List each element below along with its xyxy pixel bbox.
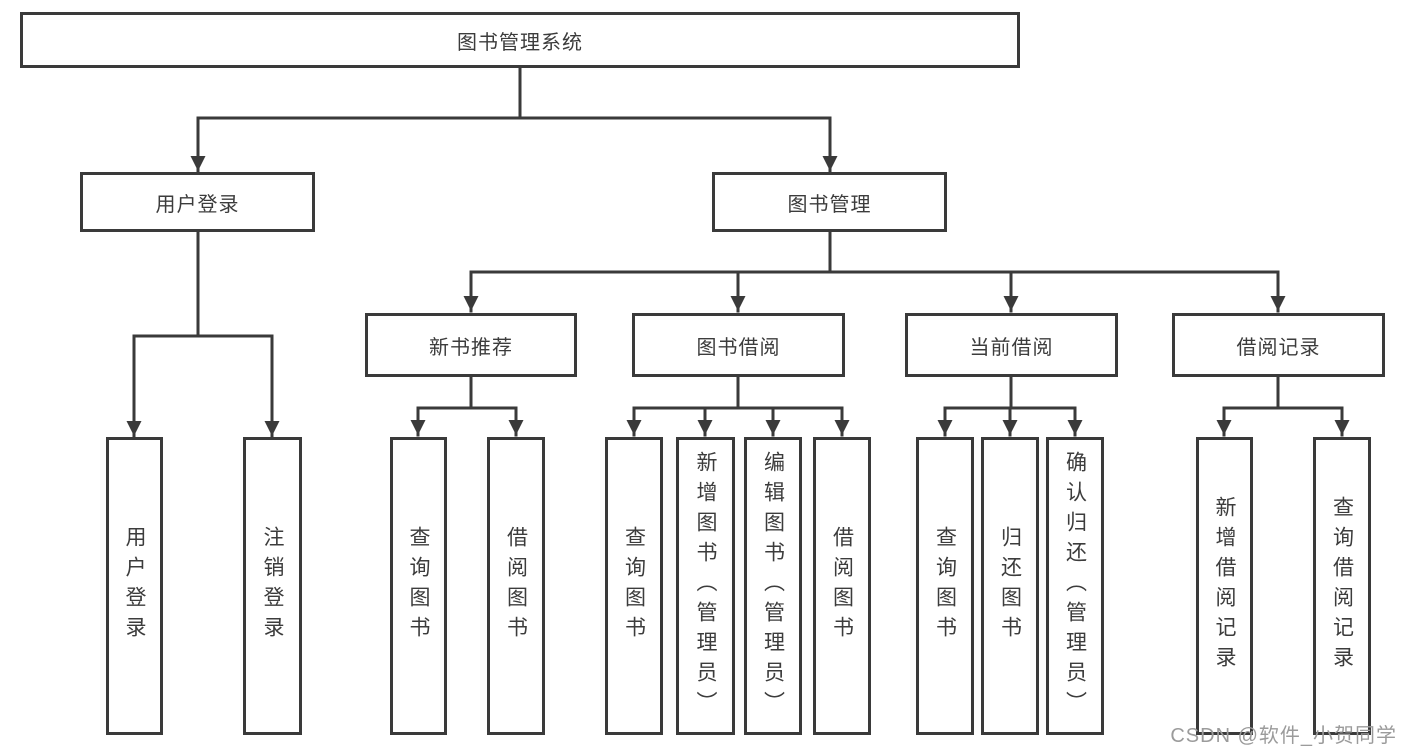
node-leaf-query-books-borrowing: 查询图书 bbox=[605, 437, 663, 735]
node-leaf-query-borrow-record: 查询借阅记录 bbox=[1313, 437, 1371, 735]
node-leaf-logout: 注销登录 bbox=[243, 437, 302, 735]
node-label: 归还图书 bbox=[998, 526, 1022, 646]
node-label: 查询图书 bbox=[622, 526, 646, 646]
node-label: 用户登录 bbox=[123, 526, 146, 646]
node-label: 新书推荐 bbox=[429, 336, 513, 359]
node-new-book-recommendation: 新书推荐 bbox=[365, 313, 577, 377]
node-label: 注销登录 bbox=[261, 526, 284, 646]
node-label: 图书管理 bbox=[787, 193, 872, 216]
node-leaf-borrow-books-borrowing: 借阅图书 bbox=[813, 437, 871, 735]
node-label: 借阅记录 bbox=[1236, 336, 1321, 359]
node-label: 图书借阅 bbox=[696, 336, 781, 359]
node-user-login: 用户登录 bbox=[80, 172, 315, 232]
node-book-borrowing: 图书借阅 bbox=[632, 313, 845, 377]
node-current-borrowing: 当前借阅 bbox=[905, 313, 1118, 377]
node-leaf-edit-books-admin: 编辑图书（管理员） bbox=[744, 437, 802, 735]
connector-book-borrowing-to-leaves bbox=[626, 375, 850, 437]
node-leaf-borrow-books-recommend: 借阅图书 bbox=[487, 437, 545, 735]
node-label: 图书管理系统 bbox=[457, 31, 583, 54]
connector-user-login-to-leaves bbox=[126, 230, 280, 438]
node-label: 编辑图书（管理员） bbox=[761, 451, 785, 721]
node-label: 用户登录 bbox=[155, 193, 240, 216]
connector-book-management-to-level3 bbox=[463, 230, 1286, 313]
node-label: 借阅图书 bbox=[504, 526, 528, 646]
node-leaf-user-login: 用户登录 bbox=[106, 437, 163, 735]
node-label: 新增图书（管理员） bbox=[694, 451, 717, 721]
node-borrowing-records: 借阅记录 bbox=[1172, 313, 1385, 377]
node-label: 查询图书 bbox=[407, 526, 430, 646]
connector-new-book-recommendation-to-leaves bbox=[410, 375, 524, 437]
node-label: 当前借阅 bbox=[969, 336, 1054, 359]
node-library-management-system: 图书管理系统 bbox=[20, 12, 1020, 68]
node-leaf-confirm-return-admin: 确认归还（管理员） bbox=[1046, 437, 1104, 735]
node-book-management: 图书管理 bbox=[712, 172, 947, 232]
node-leaf-query-books-current: 查询图书 bbox=[916, 437, 974, 735]
node-label: 查询图书 bbox=[933, 526, 957, 646]
node-label: 确认归还（管理员） bbox=[1063, 451, 1087, 721]
node-label: 新增借阅记录 bbox=[1213, 496, 1236, 676]
node-leaf-add-books-admin: 新增图书（管理员） bbox=[676, 437, 735, 735]
node-leaf-return-books: 归还图书 bbox=[981, 437, 1039, 735]
connector-root-to-level2 bbox=[190, 66, 838, 173]
csdn-watermark: CSDN @软件_小贺同学 bbox=[1170, 725, 1397, 747]
node-leaf-query-books-recommend: 查询图书 bbox=[390, 437, 447, 735]
node-leaf-add-borrow-record: 新增借阅记录 bbox=[1196, 437, 1253, 735]
node-label: 查询借阅记录 bbox=[1330, 496, 1354, 676]
connector-borrowing-records-to-leaves bbox=[1216, 375, 1350, 437]
node-label: 借阅图书 bbox=[830, 526, 854, 646]
connector-current-borrowing-to-leaves bbox=[937, 375, 1083, 437]
